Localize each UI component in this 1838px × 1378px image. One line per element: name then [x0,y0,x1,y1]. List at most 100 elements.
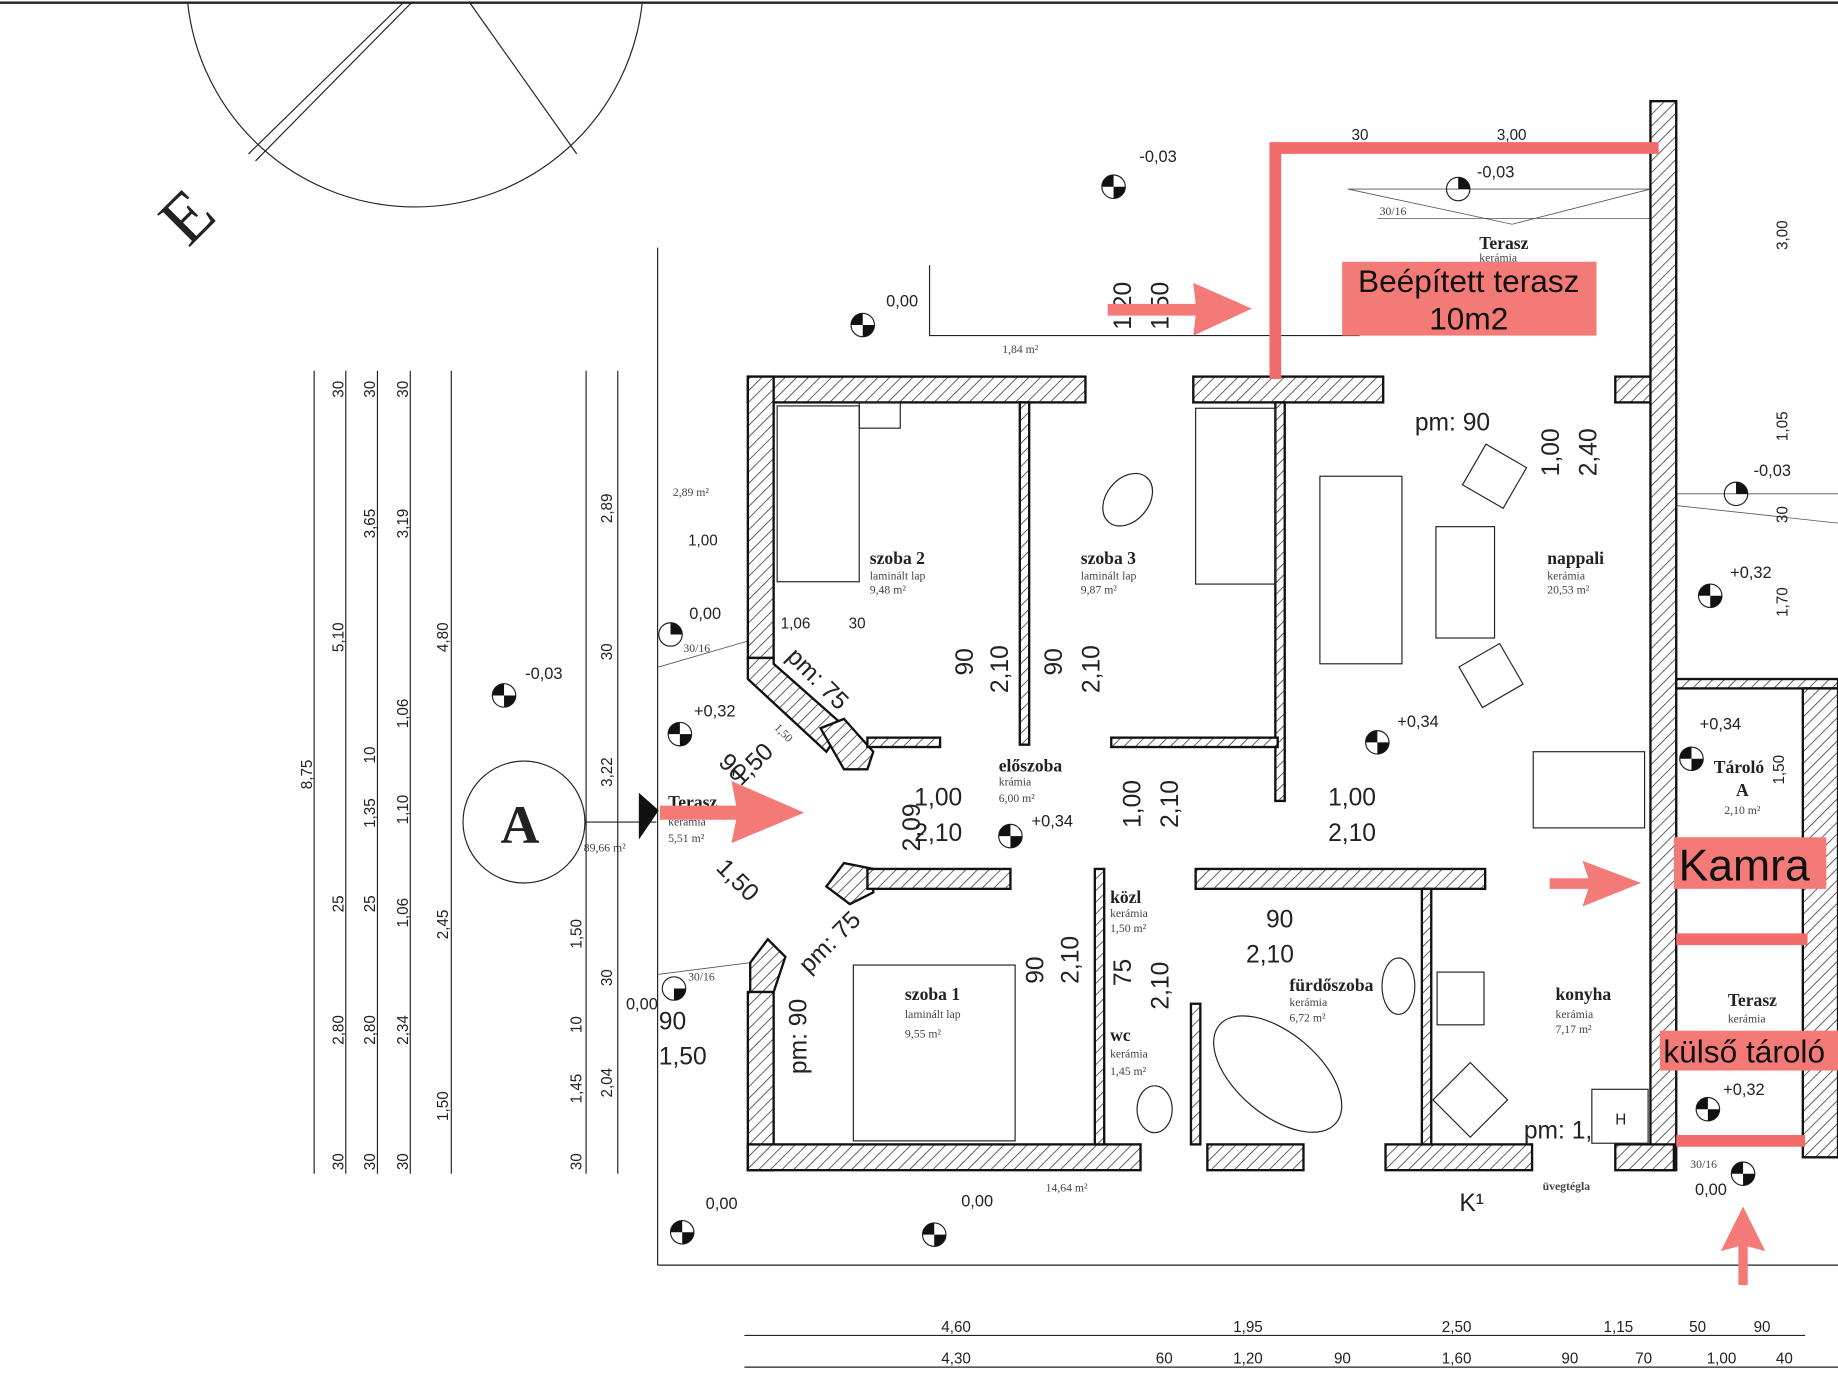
area-label: 1,84 m² [1002,343,1039,356]
level-mark: +0,34 [1365,713,1439,755]
plan-label: Tároló [1714,757,1765,777]
plan-label: 1,10 [395,795,412,825]
plan-label: 9,87 m² [1081,583,1118,596]
plan-label: 0,00 [689,605,721,623]
plan-label: 2,34 [395,1015,412,1045]
plan-label: 90 [952,648,979,675]
plan-label: 1,50 m² [1110,922,1147,935]
plan-label: 0,00 [706,1195,738,1213]
plan-label: 2,10 [1148,962,1175,1010]
total-area: 89,66 m² [584,841,626,854]
plan-label: nappali [1547,548,1604,568]
plan-label: külső tároló [1663,1033,1825,1069]
plan-label: 1,00 [1120,780,1147,828]
plan-label: 2,45 [435,910,452,940]
plan-label: 90 [1022,956,1049,983]
level-mark: 0,00 [1695,1161,1756,1199]
level-mark: +0,32 [1695,1081,1765,1122]
plan-label: 1,05 [1775,411,1792,441]
plan-label: 4,60 [941,1319,971,1336]
plan-label: 90 [1561,1351,1578,1368]
level-mark: +0,32 [667,703,736,747]
plan-label: 1,00 [1328,785,1376,812]
pantry-annotation: Kamra [1549,837,1827,946]
plan-label: 1,45 [568,1074,585,1104]
plan-label: 30 [362,381,379,398]
chimney-label: K¹ [1459,1190,1484,1217]
level-mark: +0,34 [998,813,1073,849]
area-label: 2,89 m² [673,486,710,499]
section-marker: A [462,760,659,884]
plan-label: 1,35 [362,798,379,828]
level-mark: 0,00 [921,1193,993,1247]
sofa [1319,475,1403,665]
plan-label: 0,00 [886,292,918,310]
plan-label: 2,10 [987,645,1014,693]
plan-label: 90 [659,1009,686,1036]
level-mark: +0,34 [1679,715,1741,772]
level-marks: -0,03 -0,03 0,00 0,00 -0,03 +0,32 +0,34 … [491,148,1791,1247]
plan-label: kerámia [1479,252,1518,265]
level-mark: 0,00 [658,605,721,647]
plan-label: szoba 3 [1081,548,1136,568]
plan-label: laminált lap [905,1008,961,1021]
plan-label: 7,17 m² [1556,1023,1593,1036]
armchair [1458,642,1524,709]
level-mark: +0,32 [1697,564,1772,609]
stove [1436,971,1485,1026]
plan-label: szoba 1 [905,984,960,1004]
plan-label: 0,00 [961,1193,993,1211]
plan-label: 6,72 m² [1289,1011,1326,1024]
armchair [1461,443,1528,510]
plan-label: 30 [1775,506,1792,523]
plan-label: 90 [1266,907,1293,934]
glass-block-label: üvegtégla [1543,1180,1591,1193]
bottom-dimension-chains: 4,60 1,95 2,50 1,15 50 90 4,30 60 1,20 9… [744,1319,1838,1368]
office-chair [1102,472,1154,527]
plan-label: 20,53 m² [1547,583,1589,596]
plan-label: 2,10 [1079,645,1106,693]
plan-label: laminált lap [870,569,926,582]
double-bed [852,964,1016,1142]
plan-label: kerámia [1289,996,1328,1009]
plan-label: 2,50 [1442,1319,1472,1336]
plan-label: +0,32 [1723,1081,1765,1099]
plan-label: 1,95 [1233,1319,1263,1336]
plan-label: 2,80 [362,1015,379,1045]
plan-label: 90 [1334,1351,1351,1368]
plan-label: +0,32 [694,703,736,721]
plan-label: 50 [1689,1319,1706,1336]
plan-label: 5,10 [330,622,347,652]
plan-label: 3,22 [599,757,616,787]
plan-label: 25 [330,895,347,912]
parapet-label: pm: 90 [1415,410,1490,437]
boiler-label: H [1615,1111,1626,1128]
plan-label: 1,15 [1604,1319,1634,1336]
plan-label: 30 [330,381,347,398]
kitchen-sink [1432,1061,1509,1138]
level-mark: -0,03 [1723,462,1791,507]
plan-label: 2,89 [599,494,616,524]
parapet-label: pm: 1, [1524,1118,1592,1145]
plan-label: 2,09 [899,803,926,851]
plan-label: krámia [999,776,1032,789]
plan-label: 30 [362,1153,379,1170]
plan-label: 5,51 m² [668,832,705,845]
plan-label: 1,00 [688,532,718,549]
plan-label: 30 [395,381,412,398]
boiler [1591,1088,1649,1144]
plan-label: kerámia [1110,1048,1149,1061]
bed [1195,407,1276,585]
plan-label: laminált lap [1081,569,1137,582]
plan-label: 3,19 [395,509,412,539]
site-arc [0,1,1838,208]
